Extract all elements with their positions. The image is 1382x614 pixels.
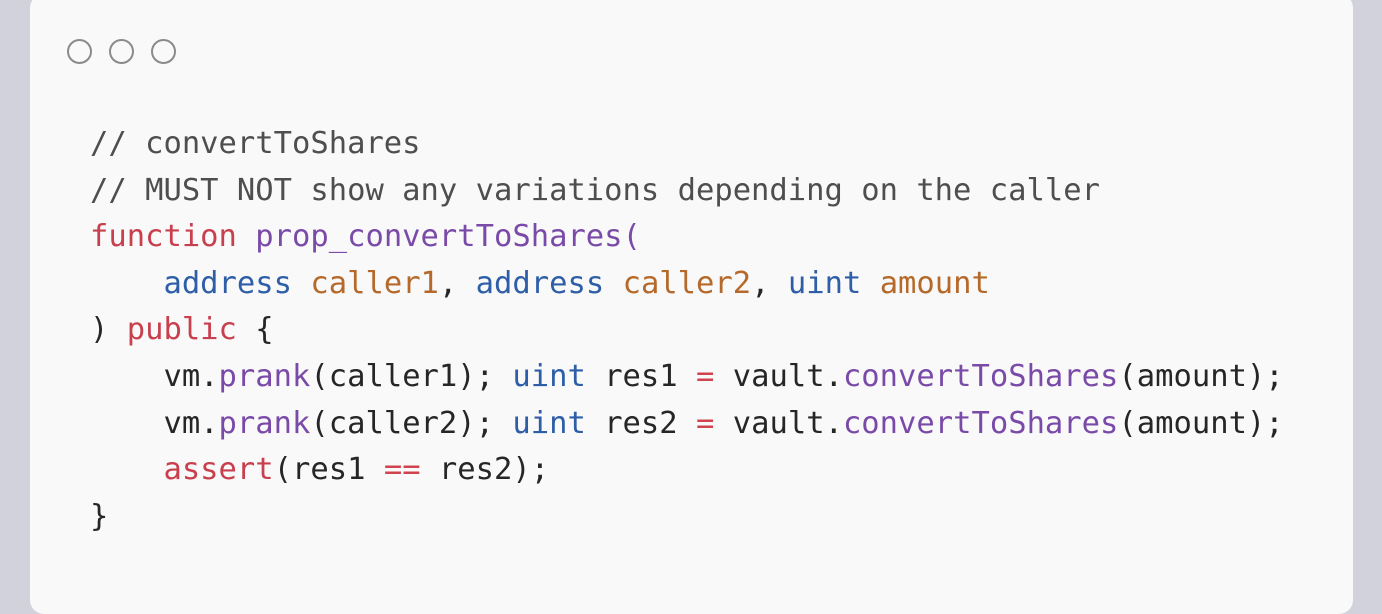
code-token-plain bbox=[90, 266, 163, 301]
code-token-plain: vault. bbox=[714, 405, 843, 441]
code-token-plain: (amount); bbox=[1118, 405, 1284, 441]
code-token-plain: (res1 bbox=[273, 452, 384, 488]
code-token-comment: // convertToShares bbox=[90, 126, 421, 161]
code-token-plain: vault. bbox=[714, 358, 843, 394]
code-line: // MUST NOT show any variations dependin… bbox=[90, 168, 1284, 215]
code-line: vm.prank(caller1); uint res1 = vault.con… bbox=[90, 354, 1284, 401]
code-line: vm.prank(caller2); uint res2 = vault.con… bbox=[90, 401, 1284, 448]
window-circle-icon[interactable] bbox=[151, 39, 176, 64]
code-token-param: amount bbox=[879, 265, 990, 301]
code-token-op: = bbox=[696, 358, 715, 394]
window-controls bbox=[67, 39, 176, 64]
window-circle-icon[interactable] bbox=[67, 39, 92, 64]
code-token-param: caller2 bbox=[622, 265, 752, 301]
code-token-type: address bbox=[163, 265, 292, 301]
code-token-op: == bbox=[383, 452, 421, 488]
code-token-func: prank bbox=[218, 405, 311, 441]
code-token-type: address bbox=[475, 265, 605, 301]
code-token-plain: } bbox=[90, 498, 109, 534]
code-token-plain: (caller2); bbox=[310, 405, 513, 441]
code-token-func: prank bbox=[218, 358, 311, 394]
code-token-plain bbox=[292, 266, 310, 301]
code-line: // convertToShares bbox=[90, 121, 1284, 168]
code-token-keyword: public bbox=[126, 312, 237, 348]
code-line: ) public { bbox=[90, 307, 1284, 354]
code-token-op: = bbox=[696, 405, 715, 441]
code-token-func: convertToShares bbox=[842, 405, 1119, 441]
code-token-plain: (amount); bbox=[1118, 358, 1284, 394]
code-token-plain: res1 bbox=[585, 358, 697, 394]
code-block: // convertToShares // MUST NOT show any v… bbox=[90, 121, 1284, 540]
code-token-comment: // MUST NOT show any variations dependin… bbox=[90, 172, 1100, 208]
code-token-plain: res2 bbox=[585, 405, 697, 441]
code-token-type: uint bbox=[512, 358, 586, 394]
code-token-keyword: assert bbox=[163, 452, 274, 488]
code-token-plain bbox=[90, 452, 163, 487]
code-token-plain: res2); bbox=[420, 452, 550, 488]
code-token-plain: vm. bbox=[90, 358, 219, 394]
code-token-type: uint bbox=[512, 405, 586, 441]
code-window: // convertToShares // MUST NOT show any v… bbox=[30, 0, 1353, 614]
code-line: function prop_convertToShares( bbox=[90, 214, 1284, 261]
code-token-func: convertToShares bbox=[842, 358, 1119, 394]
code-token-type: uint bbox=[787, 265, 862, 301]
code-token-keyword: function bbox=[90, 219, 237, 255]
window-circle-icon[interactable] bbox=[109, 39, 134, 64]
code-line: } bbox=[90, 494, 1284, 541]
code-token-plain: , bbox=[438, 265, 476, 301]
code-line: address caller1, address caller2, uint a… bbox=[90, 261, 1284, 308]
code-token-plain bbox=[861, 266, 879, 301]
code-token-plain: { bbox=[236, 312, 274, 348]
code-token-plain: vm. bbox=[90, 405, 219, 441]
code-token-plain: (caller1); bbox=[310, 358, 513, 394]
code-token-plain: ) bbox=[90, 312, 127, 348]
code-line: assert(res1 == res2); bbox=[90, 447, 1284, 494]
code-token-param: caller1 bbox=[310, 265, 439, 301]
code-token-plain bbox=[604, 266, 622, 301]
code-token-plain bbox=[237, 219, 255, 254]
code-token-func: prop_convertToShares( bbox=[255, 219, 641, 255]
code-token-plain: , bbox=[751, 265, 788, 301]
